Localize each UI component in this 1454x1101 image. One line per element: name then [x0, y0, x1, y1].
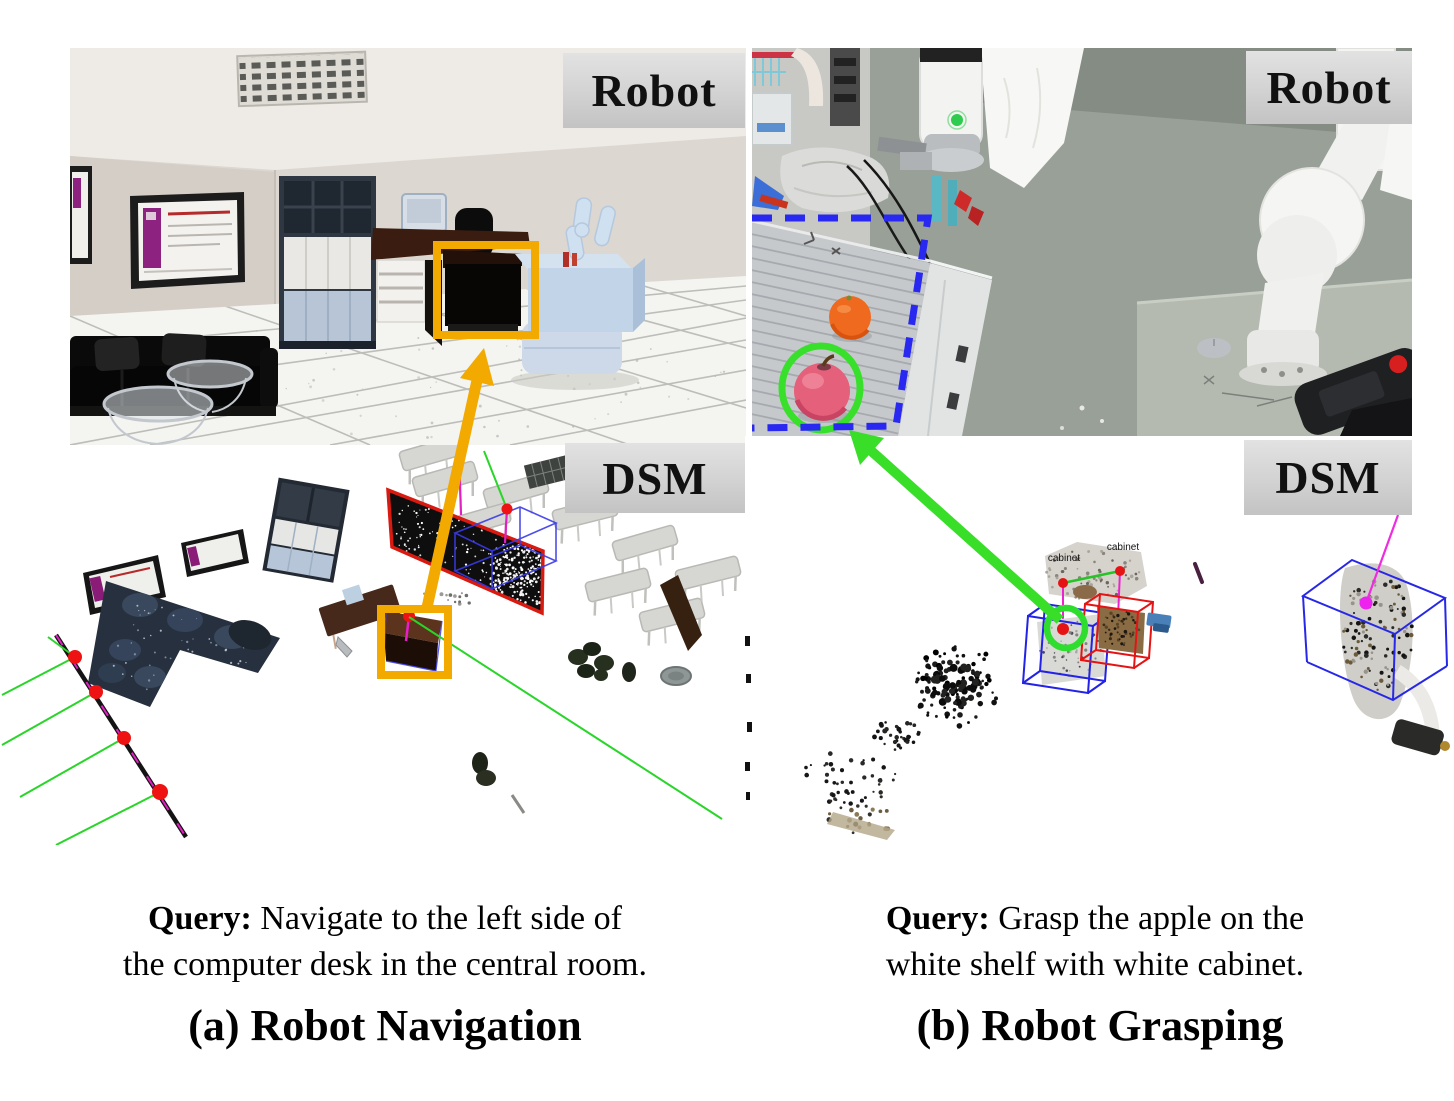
edge-dashes — [745, 636, 752, 800]
floor-marks — [1203, 375, 1293, 407]
wall-poster-main — [130, 192, 245, 289]
magenta-node — [1359, 596, 1373, 610]
target-bbox-orange-dsm — [377, 605, 452, 679]
wall-poster-partial — [70, 166, 92, 264]
navigation-trajectory — [1, 633, 188, 845]
hanging-robot-arm — [877, 48, 1084, 226]
cable — [846, 165, 914, 264]
blue-object — [1146, 612, 1172, 629]
teach-pendant — [1294, 347, 1412, 435]
computer-mouse — [1197, 338, 1231, 358]
apple-stem — [821, 354, 835, 367]
tag-robot-a: Robot — [563, 53, 745, 128]
cabinet-label-left: cabinet — [1048, 553, 1080, 564]
caption-a: (a) Robot Navigation — [188, 1001, 582, 1050]
purple-streak — [1193, 562, 1204, 584]
tag-robot-b: Robot — [1246, 51, 1412, 124]
query-a-label: Query: — [148, 900, 252, 937]
white-cabinet — [898, 259, 993, 436]
robot-arm — [565, 197, 616, 261]
shelf-region-blue-dashed — [752, 214, 933, 432]
grasping-dsm-image: cabinet cabinet — [745, 436, 1454, 845]
cabinet-label-right: cabinet — [1107, 542, 1139, 553]
grasping-dsm-panel: cabinet cabinet — [745, 436, 1454, 845]
query-a-line1: Navigate to the left side of — [260, 900, 622, 937]
tag-dsm-b: DSM — [1244, 440, 1412, 515]
query-b: Query: Grasp the apple on the white shel… — [800, 896, 1390, 987]
axis-marks — [803, 231, 841, 255]
arm-bbox-blue — [1300, 558, 1448, 702]
door-pointcloud — [660, 575, 702, 651]
grasping-photo-panel — [752, 48, 1412, 436]
plant-pointcloud — [568, 642, 636, 682]
pointcloud-cluster — [930, 659, 982, 707]
test-clips — [932, 176, 984, 226]
status-led — [951, 114, 963, 126]
cabinet-cluster: cabinet cabinet — [1021, 542, 1172, 695]
query-b-line1: Grasp the apple on the — [998, 900, 1305, 937]
emergency-stop-button — [1389, 355, 1408, 374]
sofa-pointcloud — [88, 581, 280, 707]
tag-dsm-a: DSM — [565, 443, 745, 513]
gripper — [563, 252, 569, 267]
plate-pointcloud — [660, 666, 692, 686]
robot-arm-cluster — [1300, 514, 1450, 756]
shelf-pointcloud — [262, 477, 350, 583]
target-cabinet — [443, 250, 522, 332]
query-b-label: Query: — [885, 900, 990, 937]
mobile-robot — [515, 197, 645, 374]
query-a: Query: Navigate to the left side of the … — [40, 896, 730, 987]
lab-rack — [752, 48, 860, 146]
apple — [794, 354, 850, 421]
pointcloud-cluster — [804, 751, 897, 806]
grasp-target-circle-green — [1043, 604, 1089, 652]
target-bbox-orange — [433, 241, 539, 339]
caption-b: (b) Robot Grasping — [916, 1001, 1284, 1050]
white-machine — [791, 48, 824, 106]
magenta-link-line — [1364, 514, 1400, 604]
apple-circle-green — [778, 342, 864, 434]
grasping-photo-image — [752, 48, 1412, 436]
bookshelf — [279, 176, 376, 349]
query-a-line2: the computer desk in the central room. — [123, 945, 647, 983]
ceiling-vent — [236, 50, 368, 108]
query-b-line2: white shelf with white cabinet. — [885, 945, 1305, 983]
misc-pointclouds — [472, 575, 702, 814]
orange-fruit — [829, 295, 871, 340]
ottoman-pointcloud — [228, 620, 272, 650]
pointcloud-cluster — [872, 721, 921, 751]
red-tool — [759, 194, 789, 209]
coffee-tables — [102, 359, 254, 445]
